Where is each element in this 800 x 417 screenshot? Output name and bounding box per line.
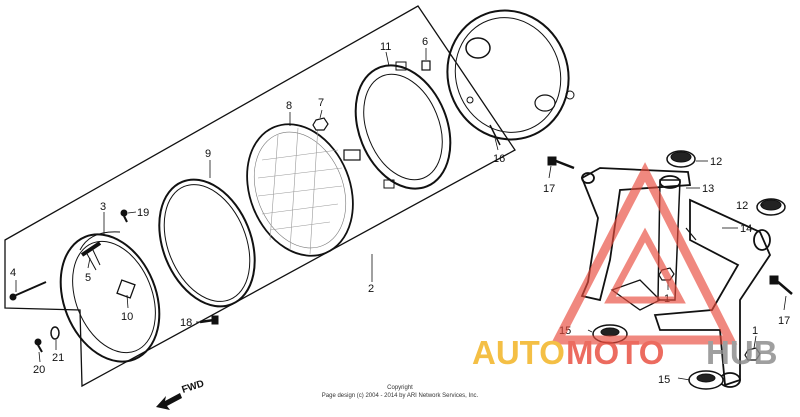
part-lens-8 [246,123,361,257]
fwd-label: FWD [181,378,206,396]
part-screw-19 [120,209,128,223]
assembly-outline-box [4,5,516,388]
callout-11: 11 [380,41,391,53]
callout-7: 7 [318,97,324,109]
part-ring-11 [354,61,452,190]
part-screw-4 [9,281,47,301]
part-washer-21 [50,326,60,340]
callout-19: 19 [137,207,149,219]
callout-10: 10 [121,311,133,323]
part-case-16 [446,9,575,146]
part-bolt-17b [769,275,793,295]
callout-14: 14 [740,223,752,235]
copyright-line1: Copyright [387,385,413,391]
copyright-line2: Page design (c) 2004 - 2014 by ARI Netwo… [322,393,479,399]
watermark-logo: AUTO MOTO HUB [472,162,778,371]
callout-4: 4 [10,267,16,279]
watermark-text-auto: AUTO [472,334,565,371]
callout-9: 9 [205,148,211,160]
part-rim-3 [59,231,161,363]
callout-17a: 17 [543,183,555,195]
callout-2: 2 [368,283,374,295]
fwd-arrow: FWD [156,378,206,410]
part-bushing-15b [688,370,724,390]
callout-15b: 15 [658,374,670,386]
part-nut-6 [421,60,431,71]
callout-12b: 12 [736,200,748,212]
callout-8: 8 [286,100,292,112]
part-screw-5 [80,241,102,257]
callout-1b: 1 [752,325,758,337]
part-screw-20 [34,338,43,353]
callout-labels: 3 5 10 4 19 9 8 7 11 6 2 18 20 21 16 17 … [10,36,790,386]
part-nut-1b [744,347,761,361]
watermark-triangle-icon [550,162,738,345]
watermark-text-moto: MOTO [566,334,664,371]
part-screw-18 [199,315,219,325]
leader-lines [15,48,787,381]
callout-3: 3 [100,201,106,213]
callout-18: 18 [180,317,192,329]
callout-6: 6 [422,36,428,48]
part-ring-9 [158,178,256,308]
callout-5: 5 [85,272,91,284]
callout-21: 21 [52,352,64,364]
part-grommet-12b [756,198,786,216]
part-nut-10 [116,279,136,299]
callout-17b: 17 [778,315,790,327]
fwd-arrow-icon [156,393,182,410]
watermark-text-hub: HUB [706,334,778,371]
part-nut-7 [312,117,329,131]
callout-13: 13 [702,183,714,195]
callout-16: 16 [493,153,505,165]
callout-20: 20 [33,364,45,376]
part-bolt-17a [547,156,575,170]
part-grommet-12a [666,150,696,168]
callout-12a: 12 [710,156,722,168]
